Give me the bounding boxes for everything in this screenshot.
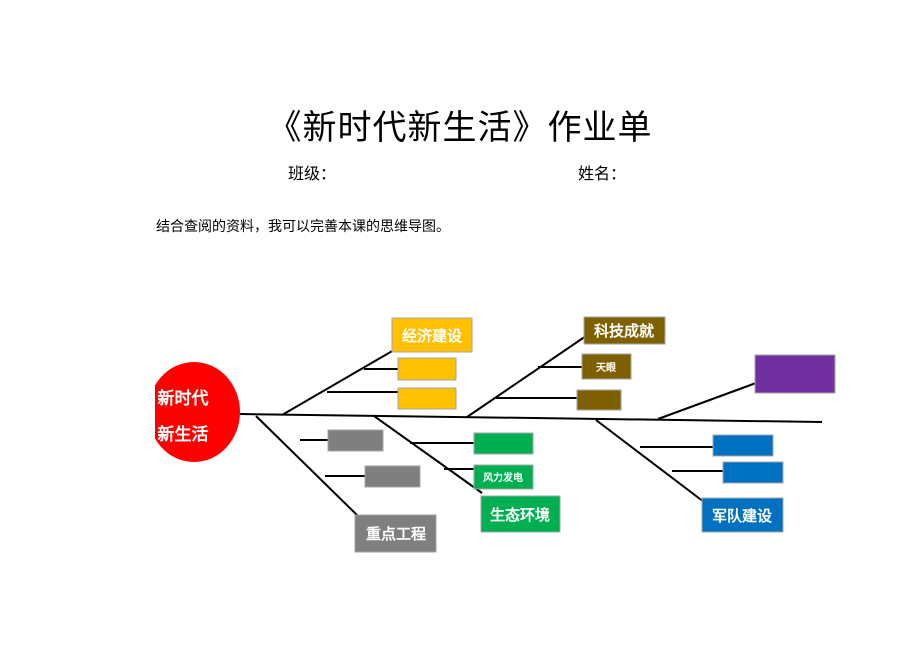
ecology-label: 生态环境 [490,506,550,524]
project-box [354,514,437,553]
head-circle [155,362,240,462]
project-label: 重点工程 [366,525,426,543]
class-label: 班级： [288,164,337,183]
economy-blank-1 [397,357,457,381]
lower-bones [255,415,723,517]
spine-line [239,413,823,423]
tech-label: 科技成就 [594,322,654,340]
military-blank-1 [712,434,774,457]
worksheet-title: 《新时代新生活》作业单 [267,108,653,148]
ecology-blank [473,432,534,455]
tech-box [583,316,666,345]
ecology-item-label: 风力发电 [483,471,523,484]
project-blank-2 [364,465,421,488]
project-blank-1 [327,429,384,452]
ecology-box [480,495,561,533]
ecology-item-box [473,464,534,490]
instruction-text: 结合查阅的资料，我可以完善本课的思维导图。 [156,219,450,235]
upper-bones [281,335,757,420]
military-label: 军队建设 [712,507,772,525]
economy-label: 经济建设 [402,327,462,345]
military-blank-2 [722,461,784,484]
economy-blank-2 [397,387,457,410]
economy-box [391,317,473,353]
tech-item-label: 天眼 [596,362,616,374]
name-label: 姓名： [578,164,627,183]
military-box [701,497,784,533]
tech-blank [576,389,622,411]
head-label-line2: 新生活 [158,424,209,445]
head-label-line1: 新时代 [158,388,209,409]
tech-item-box [581,353,632,380]
purple-blank-box [754,354,836,394]
